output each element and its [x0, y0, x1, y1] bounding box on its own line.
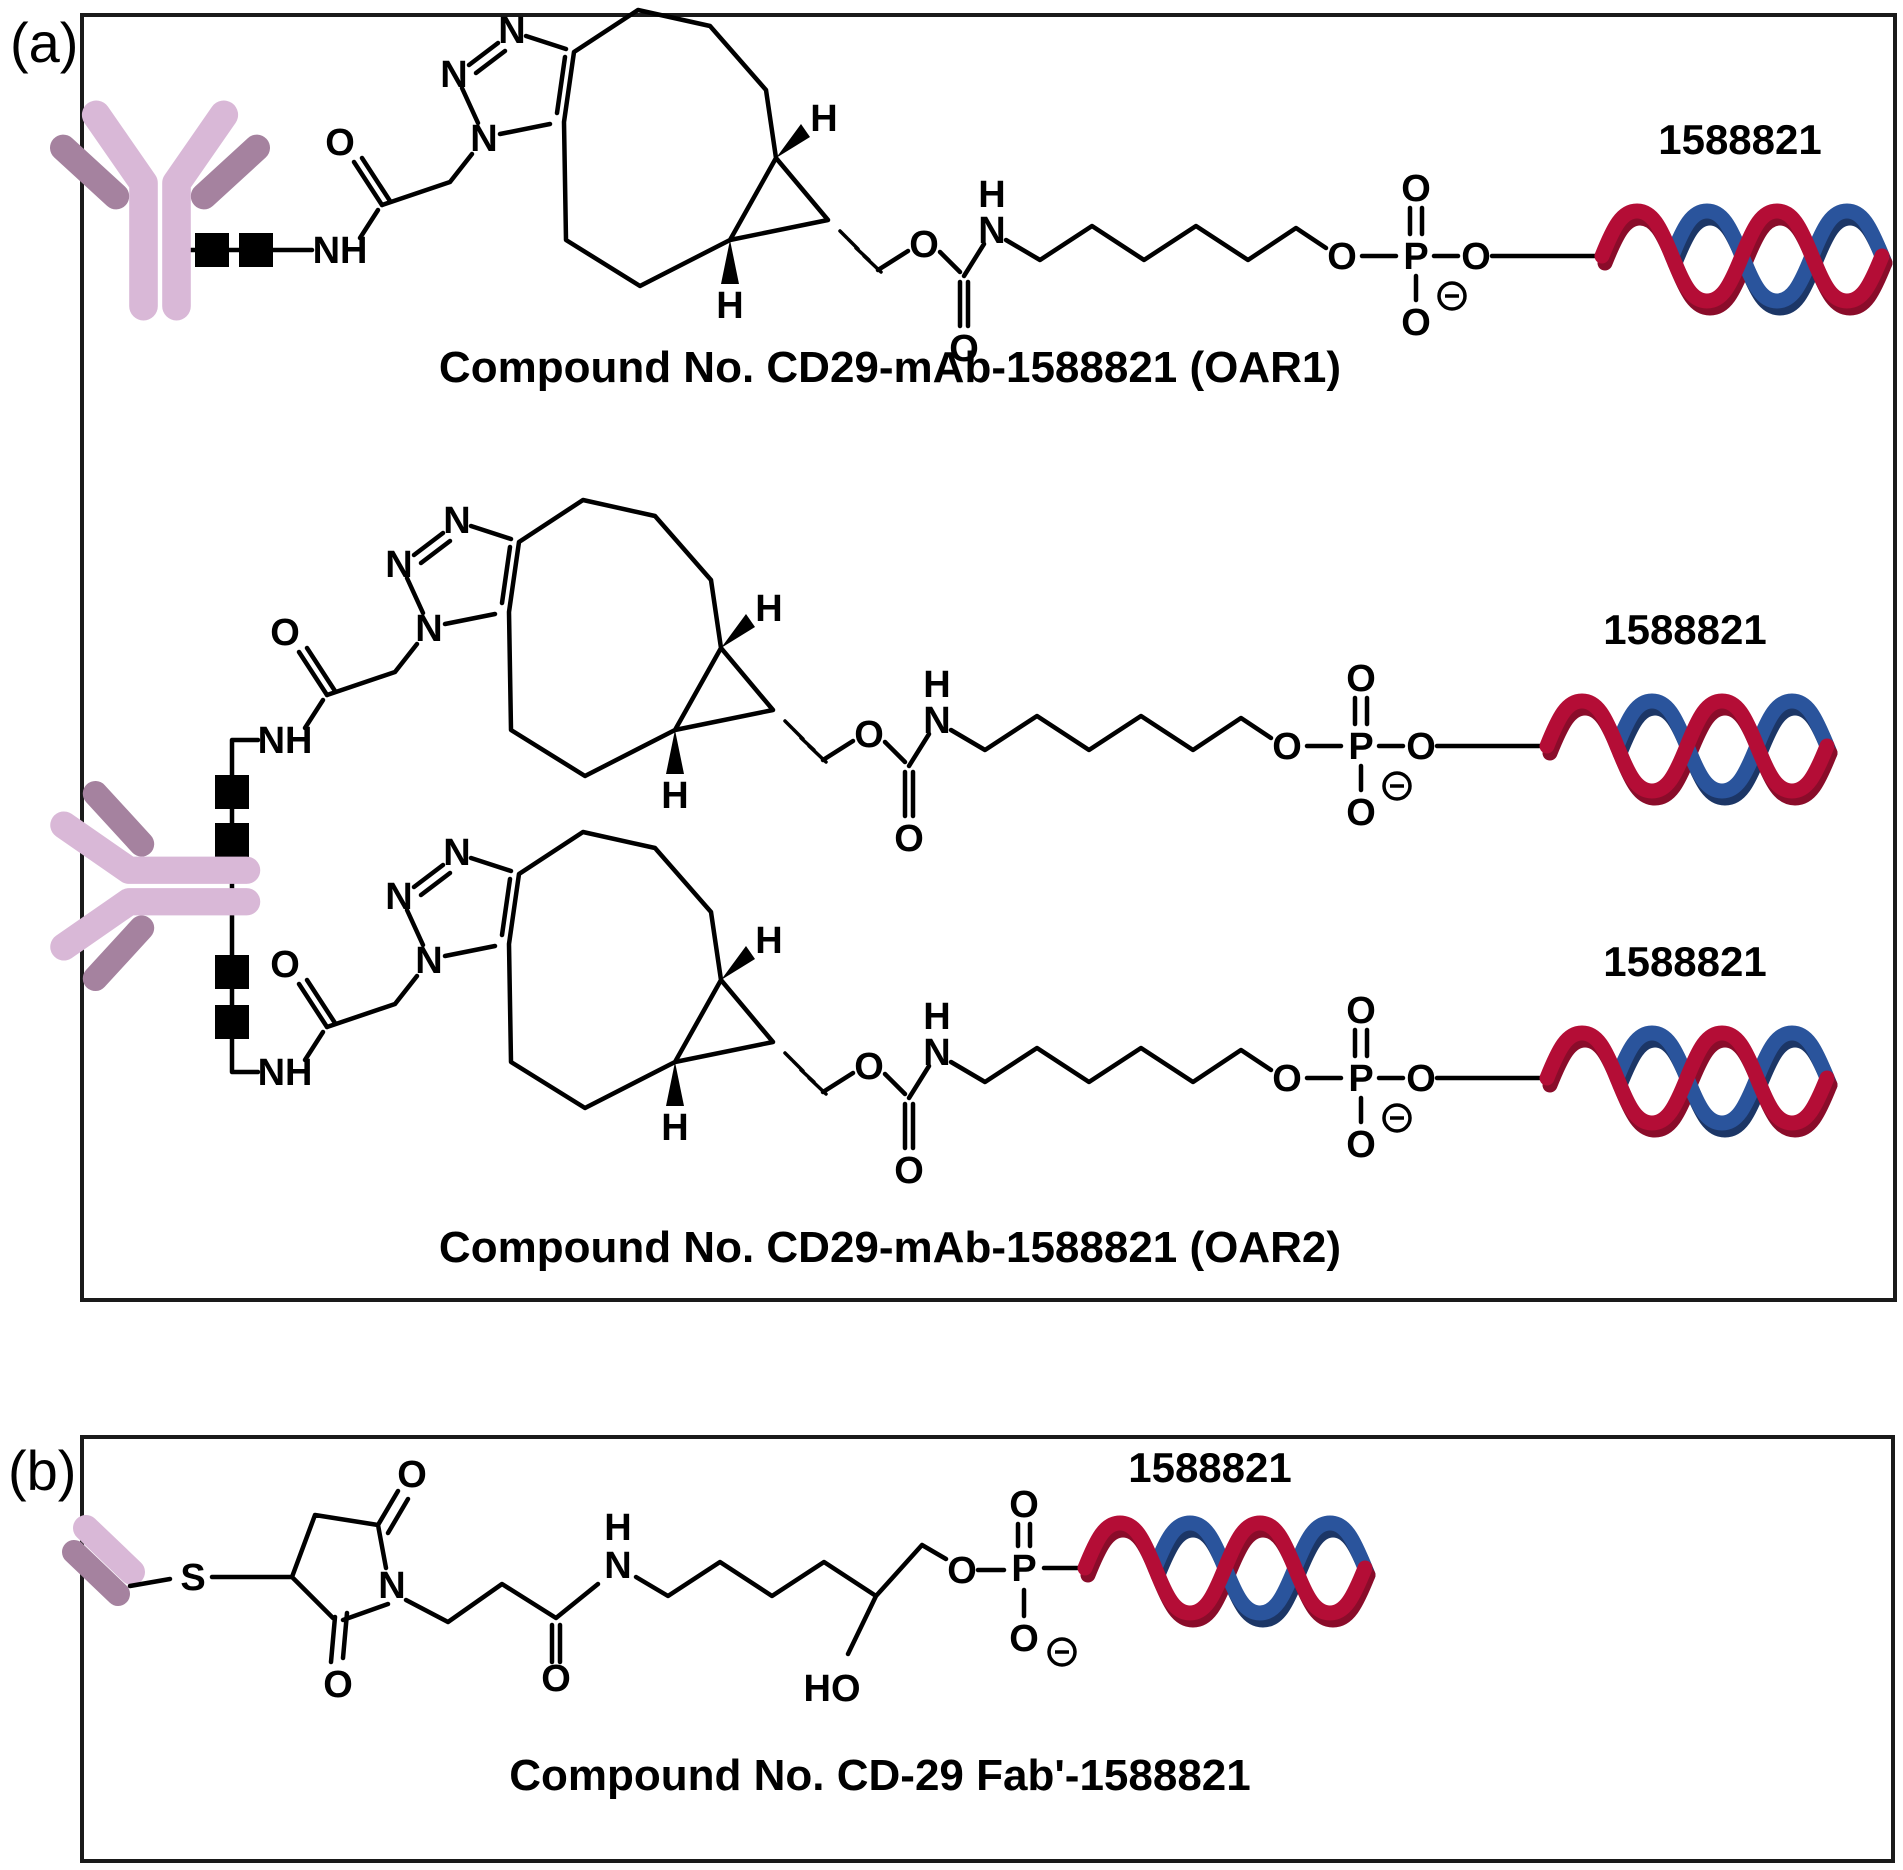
caption-oar1: Compound No. CD29-mAb-1588821 (OAR1)	[439, 343, 1341, 392]
oligo-id-label: 1588821	[1603, 938, 1767, 985]
glycan-square	[215, 955, 249, 989]
caption-oar2: Compound No. CD29-mAb-1588821 (OAR2)	[439, 1223, 1341, 1272]
atom-label-phosphate-o-down: O	[1009, 1618, 1039, 1660]
panel-a-box	[80, 13, 1897, 1302]
linker-arm-oar2-top	[258, 500, 1830, 860]
glycan-square	[215, 775, 249, 809]
atom-label-phosphorus: P	[1011, 1548, 1036, 1590]
atom-label-ho: HO	[804, 1668, 861, 1710]
glycan-square	[195, 233, 229, 267]
oligo-id-label: 1588821	[1658, 116, 1822, 163]
caption-fab: Compound No. CD-29 Fab'-1588821	[509, 1751, 1251, 1800]
atom-label-amide-h: H	[604, 1507, 631, 1549]
glycan-square	[215, 823, 249, 857]
structure-fab: S O O N O N H HO O P O O 1588821	[62, 1444, 1368, 1710]
oligo-id-label: 1588821	[1128, 1444, 1292, 1491]
oligo-id-label: 1588821	[1603, 606, 1767, 653]
fab-heavy-chain	[73, 1515, 145, 1585]
negative-charge-circle	[1047, 1637, 1077, 1667]
double-bond-lines	[328, 1488, 1033, 1665]
panel-a-label: (a)	[10, 11, 78, 74]
panel-b-box	[80, 1435, 1895, 1863]
glycan-square	[239, 233, 273, 267]
atom-label-ester-o: O	[947, 1550, 977, 1592]
atom-label-succinimide-o-top: O	[397, 1454, 427, 1496]
atom-label-phosphate-o-up: O	[1009, 1484, 1039, 1526]
cd29-mab-icon	[64, 794, 247, 979]
panel-b-label: (b)	[8, 1439, 76, 1502]
atom-label-amide-n: N	[604, 1545, 631, 1587]
atom-label-succinimide-n: N	[378, 1565, 405, 1607]
atom-label-amide-o: O	[541, 1658, 571, 1700]
atom-label-succinimide-o-bottom: O	[323, 1664, 353, 1706]
linker-arm-oar2-bottom	[258, 832, 1830, 1192]
structure-oar2: 1588821 1588821	[64, 500, 1830, 1192]
cd29-mab-icon	[63, 115, 257, 306]
linker-arm-oar1	[313, 10, 1885, 370]
glycan-square	[215, 1005, 249, 1039]
bond-lines	[209, 1512, 1088, 1657]
oligonucleotide-helix	[1085, 1523, 1368, 1620]
fab-light-chain	[62, 1540, 130, 1606]
fab-bond	[127, 1576, 173, 1589]
structure-oar1: 1588821	[63, 10, 1885, 370]
atom-label-s: S	[180, 1557, 205, 1599]
